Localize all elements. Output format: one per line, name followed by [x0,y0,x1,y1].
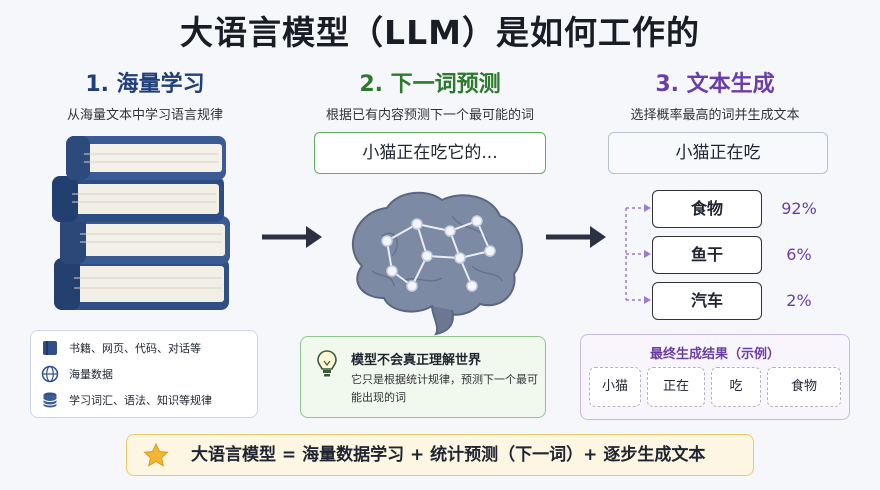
brain-network-icon [351,191,523,336]
result-panel: 最终生成结果（示例） 小猫 正在 吃 食物 [580,334,850,420]
step-3-subtitle: 选择概率最高的词并生成文本 [630,108,800,123]
source-label: 书籍、网页、代码、对话等 [69,342,201,355]
candidate-probability: 2% [786,291,812,310]
arrow-right-icon [546,226,606,248]
source-label: 海量数据 [69,368,113,381]
lightbulb-icon [317,350,337,377]
source-item: 海量数据 [41,365,113,383]
note-panel: 模型不会真正理解世界 它只是根据统计规律，预测下一个最可能出现的词 [300,336,546,418]
step-3-header: 3. 文本生成 选择概率最高的词并生成文本 [580,66,850,123]
source-item: 学习词汇、语法、知识等规律 [41,391,212,409]
database-icon [43,392,57,408]
candidate-probability: 6% [786,245,812,264]
note-title: 模型不会真正理解世界 [351,353,482,368]
star-icon [143,443,169,467]
arrow-right-icon [262,226,322,248]
branch-connector-icon [625,204,651,304]
result-title: 最终生成结果（示例） [649,347,780,362]
context-box: 小猫正在吃 [608,132,828,174]
step-2-subtitle: 根据已有内容预测下一个最可能的词 [325,108,534,123]
globe-icon [41,365,59,383]
page-title: 大语言模型（LLM）是如何工作的 [180,13,700,52]
step-1-title: 1. 海量学习 [85,72,205,97]
step-2-header: 2. 下一词预测 根据已有内容预测下一个最可能的词 [295,66,565,123]
step-1-subtitle: 从海量文本中学习语言规律 [66,108,223,123]
result-token: 正在 [647,367,705,407]
data-sources-panel: 书籍、网页、代码、对话等 海量数据 学习词汇、语法、知识等规律 [30,330,258,418]
source-label: 学习词汇、语法、知识等规律 [69,394,212,407]
candidate-word: 鱼干 [652,236,762,274]
summary-text: 大语言模型 = 海量数据学习 + 统计预测（下一词）+ 逐步生成文本 [191,445,706,465]
candidate-word: 食物 [652,190,762,228]
note-text: 它只是根据统计规律，预测下一个最可能出现的词 [351,373,538,404]
prompt-box: 小猫正在吃它的... [314,132,546,174]
book-icon [43,341,57,355]
step-2-title: 2. 下一词预测 [359,72,501,97]
candidate-word: 汽车 [652,282,762,320]
summary-bar: 大语言模型 = 海量数据学习 + 统计预测（下一词）+ 逐步生成文本 [126,434,754,476]
result-token: 小猫 [589,367,641,407]
source-item: 书籍、网页、代码、对话等 [41,339,201,357]
result-token: 吃 [711,367,761,407]
books-stack-icon [52,136,230,310]
step-3-title: 3. 文本生成 [655,72,775,97]
result-token: 食物 [767,367,841,407]
candidate-probability: 92% [781,199,817,218]
step-1-header: 1. 海量学习 从海量文本中学习语言规律 [10,66,280,123]
